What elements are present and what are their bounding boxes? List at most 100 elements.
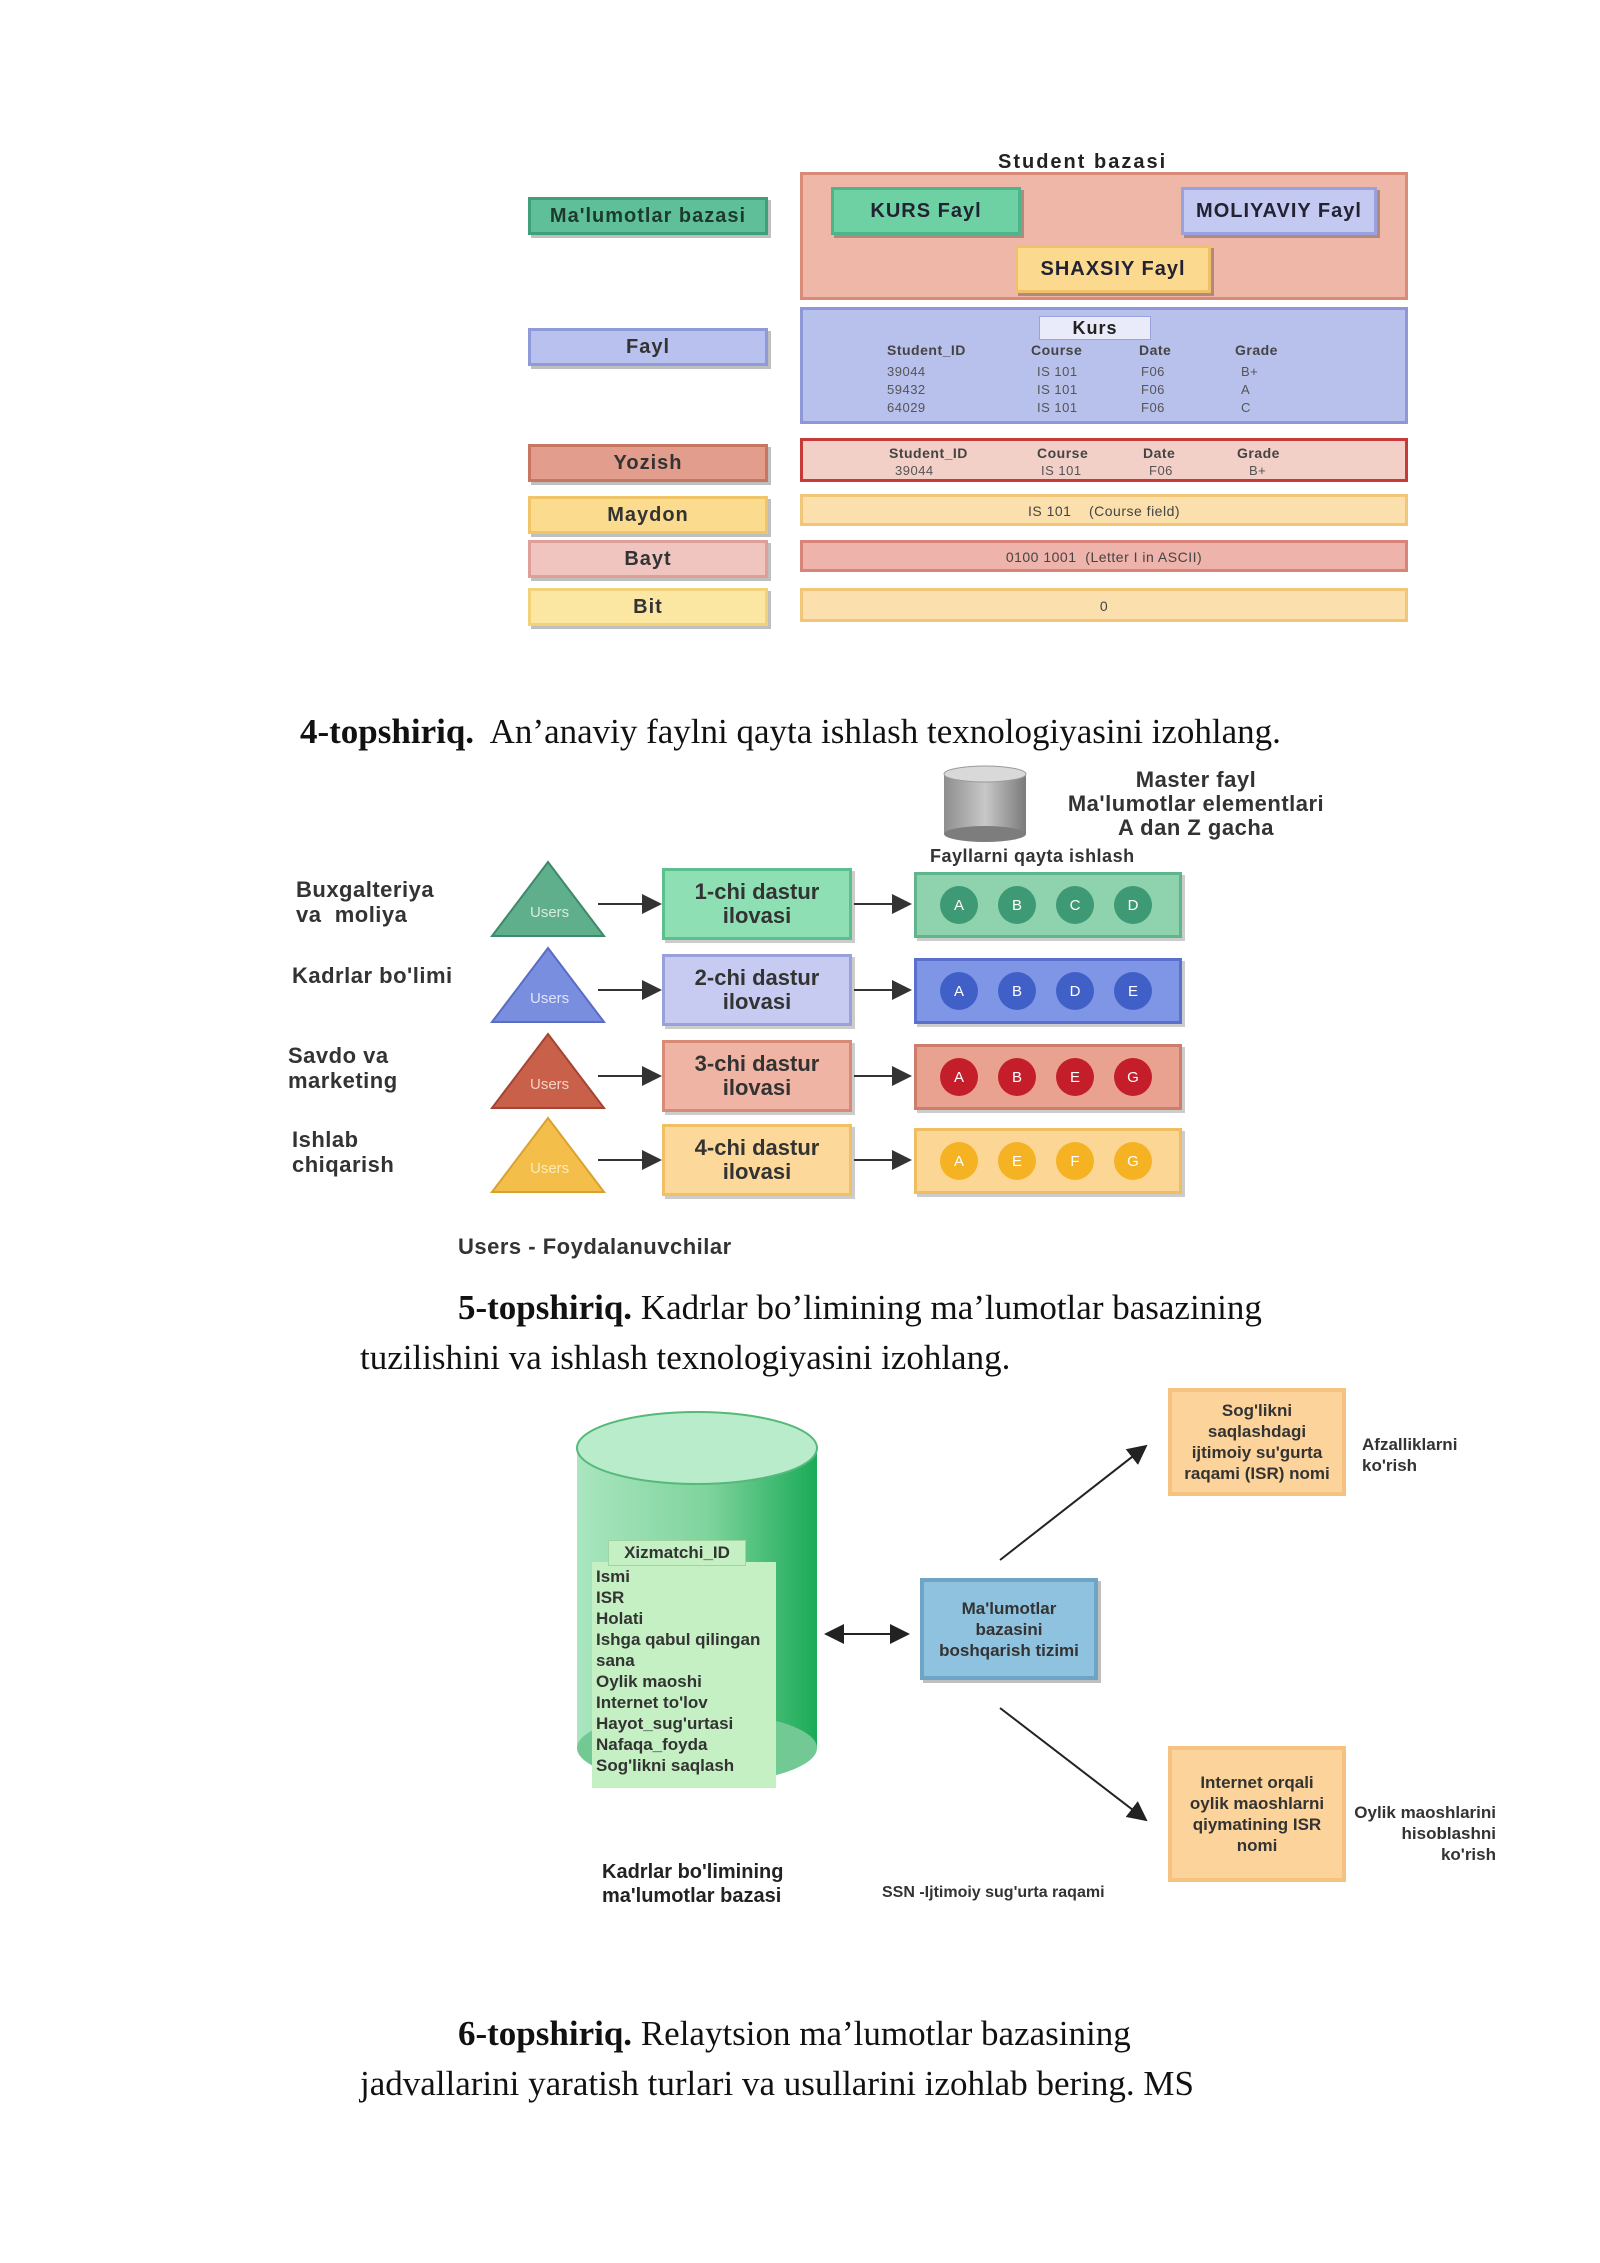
label-record: Yozish xyxy=(528,444,768,482)
kurs-col-header: Course xyxy=(1031,342,1083,358)
record-circle: C xyxy=(1056,886,1094,924)
field-value: IS 101 (Course field) xyxy=(1027,503,1181,519)
label-database: Ma'lumotlar bazasi xyxy=(528,197,768,235)
dept-label-3: Savdo va marketing xyxy=(288,1043,398,1093)
task4-text: An’anaviy faylni qayta ishlash texnologi… xyxy=(489,712,1281,751)
record-col-header: Grade xyxy=(1237,445,1280,461)
kurs-cell: 64029 xyxy=(887,400,926,415)
record-cell: B+ xyxy=(1249,463,1267,478)
users-word: Users xyxy=(530,1160,570,1177)
dept-label-1: Buxgalteriya va moliya xyxy=(296,877,435,927)
record-circle: A xyxy=(940,1142,978,1180)
kurs-col-header: Student_ID xyxy=(887,342,966,358)
task5-paragraph: 5-topshiriq. Kadrlar bo’limining ma’lumo… xyxy=(458,1288,1262,1328)
kurs-table-title: Kurs xyxy=(1039,316,1151,340)
record-col-header: Course xyxy=(1037,445,1089,461)
byte-panel: 0100 1001 (Letter I in ASCII) xyxy=(800,540,1408,572)
field-panel: IS 101 (Course field) xyxy=(800,494,1408,526)
users-triangle-icon xyxy=(489,946,607,1023)
kurs-cell: F06 xyxy=(1141,400,1165,415)
byte-value: 0100 1001 (Letter I in ASCII) xyxy=(1005,549,1203,565)
kurs-col-header: Grade xyxy=(1235,342,1278,358)
task5-line1: Kadrlar bo’limining ma’lumotlar basazini… xyxy=(640,1288,1262,1327)
record-circle: A xyxy=(940,1058,978,1096)
app-box-2: 2-chi dastur ilovasi xyxy=(662,954,852,1026)
record-circle: A xyxy=(940,972,978,1010)
bit-panel: 0 xyxy=(800,588,1408,622)
label-bit: Bit xyxy=(528,588,768,626)
record-col-header: Date xyxy=(1143,445,1176,461)
label-byte: Bayt xyxy=(528,540,768,578)
task6-paragraph: 6-topshiriq. Relaytsion ma’lumotlar baza… xyxy=(458,2014,1131,2054)
record-circle: D xyxy=(1056,972,1094,1010)
record-circle: D xyxy=(1114,886,1152,924)
task4-paragraph: 4-topshiriq. An’anaviy faylni qayta ishl… xyxy=(300,712,1281,752)
task6-number: 6-topshiriq. xyxy=(458,2014,633,2053)
flow-arrows xyxy=(598,894,912,1170)
app-box-1: 1-chi dastur ilovasi xyxy=(662,868,852,940)
record-cell: 39044 xyxy=(895,463,934,478)
database-panel: KURS Fayl MOLIYAVIY Fayl SHAXSIY Fayl xyxy=(800,172,1408,300)
kurs-cell: C xyxy=(1241,400,1251,415)
kurs-file: KURS Fayl xyxy=(831,187,1021,235)
label-file: Fayl xyxy=(528,328,768,366)
task6-line2: jadvallarini yaratish turlari va usullar… xyxy=(360,2064,1194,2103)
record-cell: IS 101 xyxy=(1041,463,1082,478)
ssn-note: SSN -Ijtimoiy sug'urta raqami xyxy=(882,1884,1105,1901)
kurs-cell: A xyxy=(1241,382,1251,397)
users-triangle-icon xyxy=(489,1032,607,1109)
record-circle: E xyxy=(998,1142,1036,1180)
kurs-cell: F06 xyxy=(1141,364,1165,379)
app-box-4: 4-chi dastur ilovasi xyxy=(662,1124,852,1196)
file-panel: Kurs Student_ID Course Date Grade 39044 … xyxy=(800,307,1408,424)
cylinder-caption: Kadrlar bo'limining ma'lumotlar bazasi xyxy=(602,1861,784,1907)
record-cell: F06 xyxy=(1149,463,1173,478)
dept-label-4: Ishlab chiqarish xyxy=(292,1127,395,1177)
fields-panel xyxy=(592,1562,776,1788)
users-triangle-icon xyxy=(489,1116,607,1193)
record-circle: A xyxy=(940,886,978,924)
fields-header: Xizmatchi_ID xyxy=(608,1540,746,1566)
users-word: Users xyxy=(530,904,570,921)
task5-line2: tuzilishini va ishlash texnologiyasini i… xyxy=(360,1338,1011,1377)
processing-label: Fayllarni qayta ishlash xyxy=(930,846,1135,866)
app-box-3: 3-chi dastur ilovasi xyxy=(662,1040,852,1112)
label-field: Maydon xyxy=(528,496,768,534)
dbms-arrows xyxy=(824,1444,1148,1822)
benefits-label: Afzalliklarni ko'rish xyxy=(1362,1435,1458,1475)
users-word: Users xyxy=(530,990,570,1007)
payroll-box: Internet orqali oylik maoshlarni qiymati… xyxy=(1168,1746,1346,1882)
record-circle: B xyxy=(998,1058,1036,1096)
kurs-cell: B+ xyxy=(1241,364,1259,379)
dept-label-2: Kadrlar bo'limi xyxy=(292,963,453,988)
fields-list: Ismi ISR Holati Ishga qabul qilingan san… xyxy=(596,1567,761,1775)
payroll-label: Oylik maoshlarini hisoblashni ko'rish xyxy=(1354,1803,1496,1864)
record-circle: G xyxy=(1114,1142,1152,1180)
kurs-cell: IS 101 xyxy=(1037,364,1078,379)
figure-title: Student bazasi xyxy=(998,151,1168,173)
record-circle: G xyxy=(1114,1058,1152,1096)
record-col-header: Student_ID xyxy=(889,445,968,461)
master-file-cylinder-icon xyxy=(943,765,1027,842)
kurs-cell: 59432 xyxy=(887,382,926,397)
task6-line1: Relaytsion ma’lumotlar bazasining xyxy=(640,2014,1131,2053)
moliyaviy-file: MOLIYAVIY Fayl xyxy=(1181,187,1377,235)
bit-value: 0 xyxy=(1099,598,1109,614)
kurs-cell: F06 xyxy=(1141,382,1165,397)
record-circle: B xyxy=(998,972,1036,1010)
kurs-cell: 39044 xyxy=(887,364,926,379)
kurs-col-header: Date xyxy=(1139,342,1172,358)
users-word: Users xyxy=(530,1076,570,1093)
record-panel: Student_ID Course Date Grade 39044 IS 10… xyxy=(800,438,1408,482)
health-benefits-box: Sog'likni saqlashdagi ijtimoiy su'gurta … xyxy=(1168,1388,1346,1496)
kurs-cell: IS 101 xyxy=(1037,400,1078,415)
dbms-box: Ma'lumotlar bazasini boshqarish tizimi xyxy=(920,1578,1098,1680)
task5-number: 5-topshiriq. xyxy=(458,1288,633,1327)
task4-number: 4-topshiriq. xyxy=(300,712,475,751)
record-circle: B xyxy=(998,886,1036,924)
kurs-cell: IS 101 xyxy=(1037,382,1078,397)
master-file-label: Master fayl Ma'lumotlar elementlari A da… xyxy=(1067,767,1325,840)
record-circle: E xyxy=(1056,1058,1094,1096)
record-circle: E xyxy=(1114,972,1152,1010)
users-triangle-icon xyxy=(489,860,607,937)
